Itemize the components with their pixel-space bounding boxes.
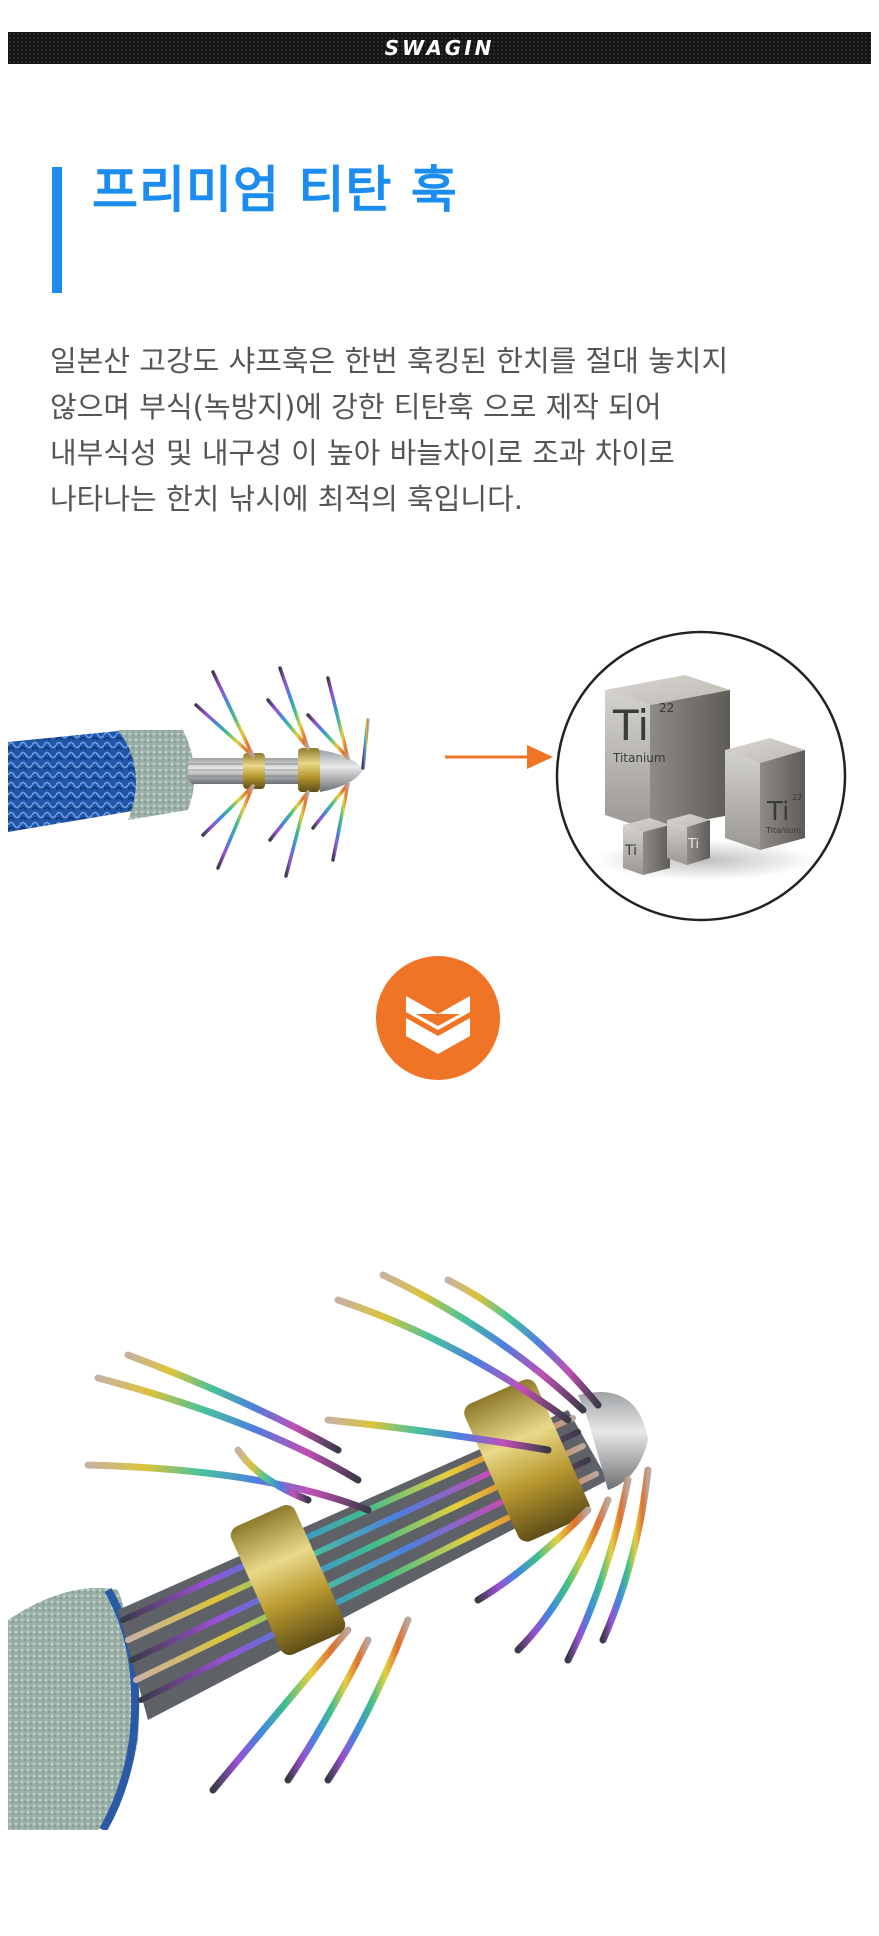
element-name-large: Titanium xyxy=(612,751,666,765)
element-symbol-small-2: Ti xyxy=(687,837,699,852)
description-line: 나타나는 한치 낚시에 최적의 훅입니다. xyxy=(50,482,523,516)
titanium-cube-image: Ti 22 Titanium Ti 22 Titanium Ti Ti xyxy=(555,630,847,922)
description-line: 일본산 고강도 샤프훅은 한번 훅킹된 한치를 절대 놓치지 xyxy=(50,344,729,378)
element-symbol-small-1: Ti xyxy=(624,843,637,859)
element-number-medium: 22 xyxy=(792,793,802,802)
element-symbol-medium: Ti xyxy=(766,797,789,827)
description-line: 내부식성 및 내구성 이 높아 바늘차이로 조과 차이로 xyxy=(50,436,675,470)
element-number-large: 22 xyxy=(659,701,674,715)
product-description: 일본산 고강도 샤프훅은 한번 훅킹된 한치를 절대 놓치지 않으며 부식(녹방… xyxy=(50,338,860,522)
title-accent-bar xyxy=(52,167,62,293)
brand-logo: SWAGIN xyxy=(384,36,495,60)
arrow-right-icon xyxy=(445,745,553,769)
hook-closeup-image xyxy=(8,1271,652,1830)
description-line: 않으며 부식(녹방지)에 강한 티탄훅 으로 제작 되어 xyxy=(50,390,662,424)
brand-bar: SWAGIN xyxy=(8,32,871,64)
section-title: 프리미엄 티탄 훅 xyxy=(92,161,458,219)
element-symbol-large: Ti xyxy=(612,701,649,750)
titanium-hook-image xyxy=(8,666,370,878)
double-chevron-down-icon xyxy=(376,956,500,1080)
element-name-medium: Titanium xyxy=(765,826,801,835)
